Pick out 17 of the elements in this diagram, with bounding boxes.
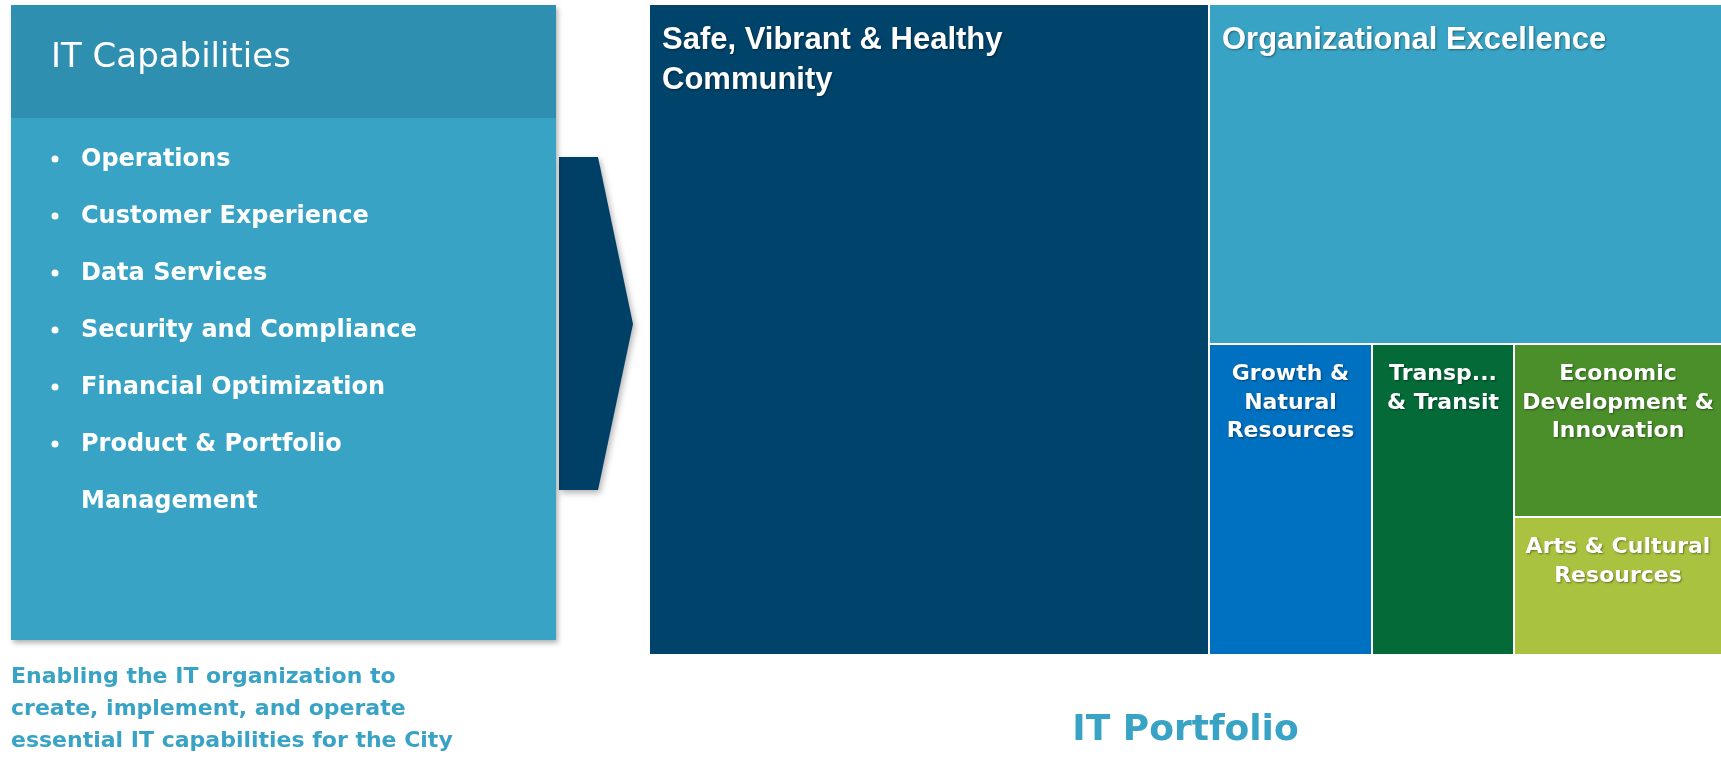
- node-label: Enabling the IT organization to create, implement, and operate essential IT capabilities for the City: [11, 662, 454, 754]
- treemap-tile: Arts & Cultural Resources: [1515, 518, 1721, 654]
- bullet-item: Operations: [81, 143, 232, 174]
- chart-title: IT Portfolio: [1071, 706, 1300, 750]
- bullet-item: Security and Compliance: [81, 314, 418, 345]
- treemap-tile: Growth & Natural Resources: [1210, 345, 1371, 654]
- bullet-item: Financial Optimization: [81, 371, 387, 402]
- chevron-arrow: [559, 157, 633, 490]
- treemap-tile: Organizational Excellence: [1210, 5, 1721, 343]
- bullet-item: Product & Portfolio Management: [81, 428, 343, 516]
- treemap-tile: Safe, Vibrant & Healthy Community: [650, 5, 1208, 654]
- treemap-tile: Economic Development & Innovation: [1515, 345, 1721, 516]
- bullet-item: Data Services: [81, 257, 269, 288]
- card-panel: [11, 5, 556, 640]
- card-header: IT Capabilities: [11, 5, 556, 118]
- treemap-tile: Transp... & Transit: [1373, 345, 1513, 654]
- bullet-item: Customer Experience: [81, 200, 370, 231]
